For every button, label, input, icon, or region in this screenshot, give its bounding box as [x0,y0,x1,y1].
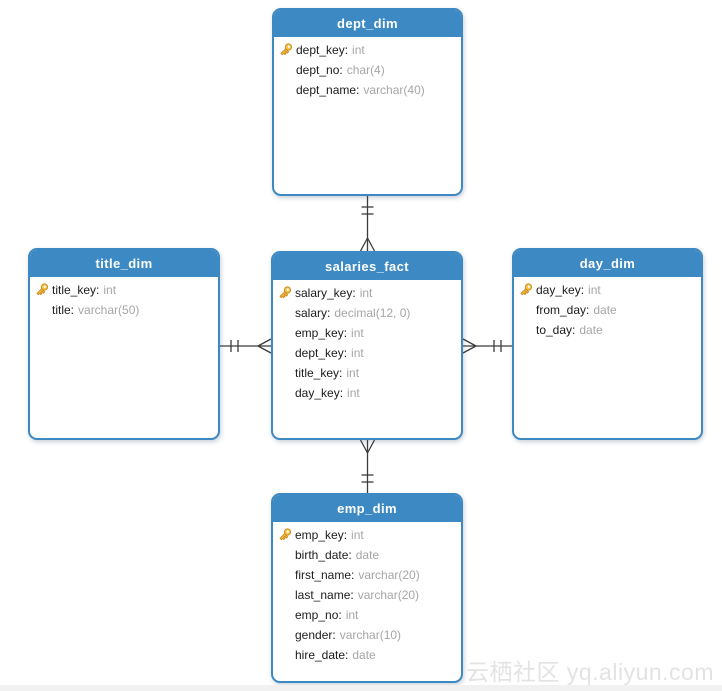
field-name: dept_no: [296,63,343,77]
field-name: title_key: [52,283,100,297]
bottom-strip [0,685,722,691]
field-type: int [346,366,360,380]
primary-key-icon-glyph [280,43,292,56]
primary-key-icon [30,282,52,298]
field-name: day_key: [536,283,585,297]
field-row-salary_key[interactable]: salary_key:int [273,283,461,303]
table-title-emp_dim[interactable]: emp_dim [273,495,461,523]
field-row-dept_key[interactable]: dept_key:int [273,343,461,363]
connector-day_dim-salaries_fact[interactable] [462,338,512,354]
table-title-title_dim[interactable]: title_dim [30,250,218,278]
field-row-day_key[interactable]: day_key:int [514,280,701,300]
field-type: int [351,326,364,340]
field-row-from_day[interactable]: from_day:date [514,300,701,320]
field-row-dept_no[interactable]: dept_no:char(4) [274,60,461,80]
field-name: dept_key: [295,346,348,360]
field-row-day_key[interactable]: day_key:int [273,383,461,403]
field-name: day_key: [295,386,344,400]
field-row-last_name[interactable]: last_name:varchar(20) [273,585,461,605]
primary-key-icon-glyph [279,528,291,541]
field-type: int [103,283,117,297]
field-name: gender: [295,628,336,642]
field-type: varchar(40) [363,83,425,97]
table-title-salaries_fact[interactable]: salaries_fact [273,253,461,281]
primary-key-icon [273,527,295,543]
field-type: int [347,386,360,400]
field-row-dept_name[interactable]: dept_name:varchar(40) [274,80,461,100]
connector-dept_dim-salaries_fact[interactable] [359,196,376,252]
field-name: salary_key: [295,286,356,300]
watermark-text: 云栖社区 yq.aliyun.com [465,659,714,685]
field-type: int [351,528,364,542]
field-row-emp_no[interactable]: emp_no:int [273,605,461,625]
primary-key-icon-glyph [520,283,532,296]
primary-key-icon [274,42,296,58]
field-row-salary[interactable]: salary:decimal(12, 0) [273,303,461,323]
table-title-dept_dim[interactable]: dept_dim [274,10,461,38]
field-row-first_name[interactable]: first_name:varchar(20) [273,565,461,585]
primary-key-icon [273,285,295,301]
field-name: hire_date: [295,648,349,662]
field-name: emp_key: [295,326,348,340]
field-row-title_key[interactable]: title_key:int [273,363,461,383]
primary-key-icon [514,282,536,298]
primary-key-icon-glyph [36,283,48,296]
field-row-gender[interactable]: gender:varchar(10) [273,625,461,645]
field-name: salary: [295,306,331,320]
field-type: decimal(12, 0) [334,306,411,320]
field-type: date [355,548,380,562]
table-title-day_dim[interactable]: day_dim [514,250,701,278]
field-row-emp_key[interactable]: emp_key:int [273,525,461,545]
field-name: dept_key: [296,43,349,57]
field-row-to_day[interactable]: to_day:date [514,320,701,340]
field-type: int [588,283,601,297]
field-type: date [593,303,617,317]
field-name: emp_no: [295,608,342,622]
field-type: varchar(50) [78,303,140,317]
field-type: varchar(10) [339,628,402,642]
field-type: varchar(20) [357,588,420,602]
field-name: dept_name: [296,83,360,97]
field-type: date [352,648,376,662]
field-row-birth_date[interactable]: birth_date:date [273,545,461,565]
field-row-dept_key[interactable]: dept_key:int [274,40,461,60]
field-name: from_day: [536,303,590,317]
field-name: emp_key: [295,528,348,542]
field-row-emp_key[interactable]: emp_key:int [273,323,461,343]
field-row-title_key[interactable]: title_key:int [30,280,218,300]
field-type: int [352,43,365,57]
field-name: title: [52,303,75,317]
connector-title_dim-salaries_fact[interactable] [220,338,272,354]
field-name: last_name: [295,588,354,602]
field-row-title[interactable]: title:varchar(50) [30,300,218,320]
field-name: to_day: [536,323,576,337]
field-type: date [579,323,603,337]
primary-key-icon-glyph [279,286,291,299]
field-type: int [345,608,359,622]
field-type: int [359,286,373,300]
field-name: title_key: [295,366,343,380]
field-name: birth_date: [295,548,352,562]
field-type: int [351,346,364,360]
field-type: varchar(20) [358,568,420,582]
field-name: first_name: [295,568,355,582]
field-row-hire_date[interactable]: hire_date:date [273,645,461,665]
field-type: char(4) [346,63,385,77]
connector-emp_dim-salaries_fact[interactable] [359,439,376,493]
